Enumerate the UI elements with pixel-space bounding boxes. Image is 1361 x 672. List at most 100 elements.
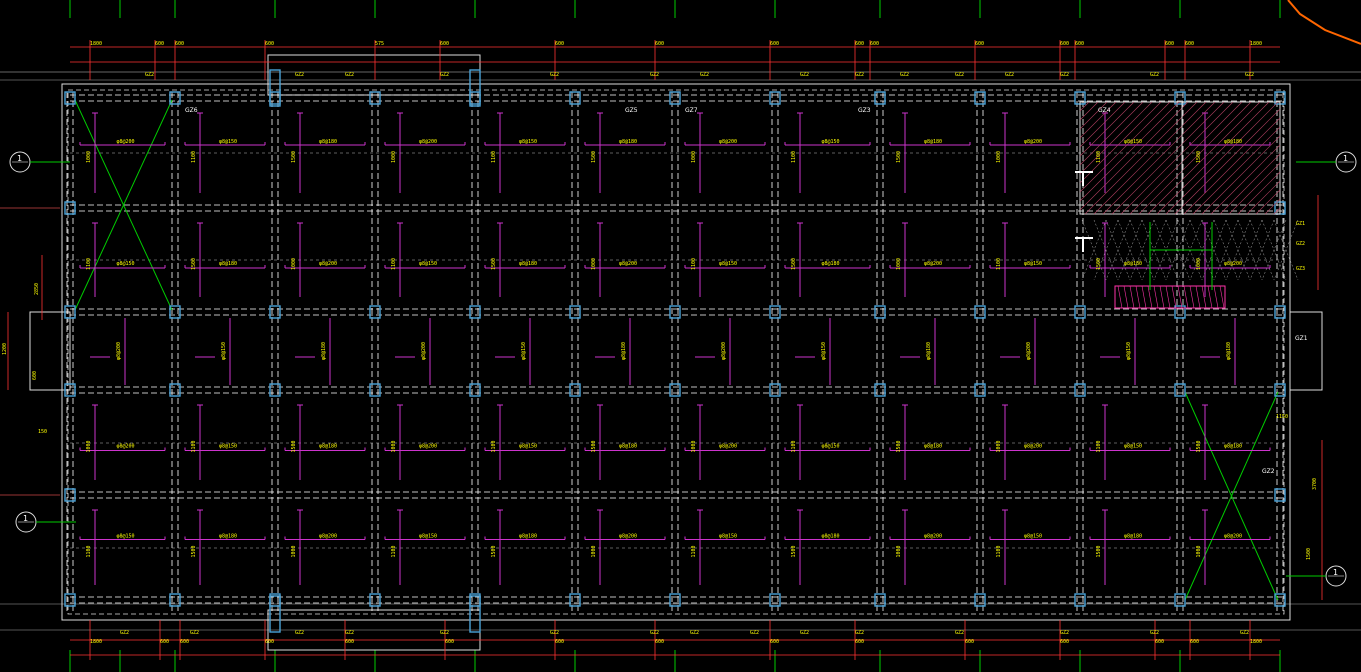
rebar-label: φ8@200 [117,139,135,145]
rebar-label: 1100 [491,440,497,452]
dimension-text: 600 [555,639,564,645]
column [974,305,986,319]
rebar-label: φ8@180 [219,261,237,267]
bay-tag: GZ3 [858,107,871,114]
column [64,488,76,502]
column [369,383,381,397]
column [669,593,681,607]
hatch-line [1093,101,1207,215]
stair-rebar [1129,285,1135,309]
bay-tag: GZ4 [1098,107,1111,114]
column-label-bottom: GZ2 [295,630,304,636]
column [269,69,281,107]
dimension-text: 1800 [1250,639,1262,645]
rebar-label: φ8@150 [519,444,537,450]
rebar-label: φ8@150 [117,261,135,267]
stair-rebar [1219,285,1225,309]
stair-hatch-box [1079,101,1281,215]
column [1274,383,1286,397]
rebar-label: 1000 [391,151,397,163]
hatch-line [1138,101,1252,215]
dimension-text: 600 [175,41,184,47]
hatch-line [1273,219,1299,281]
hatch-line [1156,101,1270,215]
rebar-label: 1500 [1096,258,1102,270]
rebar-label: 1500 [191,258,197,270]
column [769,305,781,319]
hatch-line [1249,219,1275,281]
dimension-text: 600 [265,41,274,47]
column-label-top: GZ2 [1245,72,1254,78]
column [269,383,281,397]
rebar-label: φ8@200 [1024,444,1042,450]
rebar-label: φ8@180 [1224,139,1242,145]
hatch-line [1079,101,1153,175]
rebar-label: 1000 [691,440,697,452]
rebar-label: 1500 [896,440,902,452]
dimension-text: 600 [1165,41,1174,47]
dimension-text: 600 [555,41,564,47]
stair-rebar [1189,285,1195,309]
hatch-line [1255,189,1281,215]
rebar-label: 1100 [191,151,197,163]
hatch-line [1174,108,1281,215]
hatch-line [1246,180,1281,215]
hatch-line [1129,219,1155,281]
stair-rebar [1177,285,1183,309]
hatch-line [1079,101,1144,166]
rebar-label: φ8@180 [321,342,327,360]
column-label-bottom: GZ2 [1060,630,1069,636]
rebar-label: φ8@180 [619,444,637,450]
rebar-label: φ8@200 [421,342,427,360]
hatch-line [1079,101,1090,112]
rebar-label: 1000 [691,151,697,163]
stair-rebar [1135,285,1141,309]
column [669,305,681,319]
rebar-label: φ8@200 [1224,261,1242,267]
dimension-text: 600 [1155,639,1164,645]
column [769,383,781,397]
dimension-text: 3700 [1312,478,1318,490]
rebar-label: 1100 [391,258,397,270]
hatch-line [1129,101,1243,215]
hatch-line [1079,101,1099,121]
column [64,305,76,319]
stair-rebar [1165,285,1171,309]
rebar-label: φ8@150 [1124,444,1142,450]
rebar-label: 1000 [1196,258,1202,270]
dimension-text: 600 [1185,41,1194,47]
dimension-text: 1800 [90,41,102,47]
dimension-text: 600 [655,41,664,47]
stair-rebar [1159,285,1165,309]
column-label-bottom: GZ2 [440,630,449,636]
opening-diagonal [74,99,173,311]
axis-bubble-label: 1 [1343,154,1348,163]
axis-bubble-label: 1 [17,154,22,163]
column [874,593,886,607]
column-label-bottom: GZ2 [190,630,199,636]
dimension-text: 575 [375,41,384,47]
hatch-line [1105,219,1131,281]
rebar-label: φ8@200 [721,342,727,360]
dimension-text: GZ2 [1296,241,1305,247]
column [1174,593,1186,607]
rebar-label: 1000 [996,151,1002,163]
rebar-label: 1100 [1096,151,1102,163]
dimension-text: 1800 [1250,41,1262,47]
dimension-text: 1500 [1306,548,1312,560]
rebar-label: 1500 [491,258,497,270]
rebar-label: 1100 [691,545,697,557]
rebar-label: 1000 [896,258,902,270]
dimension-text: 600 [1075,41,1084,47]
hatch-line [1117,219,1143,281]
rebar-label: 1000 [291,258,297,270]
rebar-label: φ8@180 [219,534,237,540]
column [269,595,281,633]
rebar-label: φ8@200 [319,534,337,540]
bay-tag: GZ1 [1295,335,1308,342]
rebar-label: 1500 [791,545,797,557]
dimension-text: 2850 [34,283,40,295]
column-label-top: GZ2 [295,72,304,78]
column [64,201,76,215]
